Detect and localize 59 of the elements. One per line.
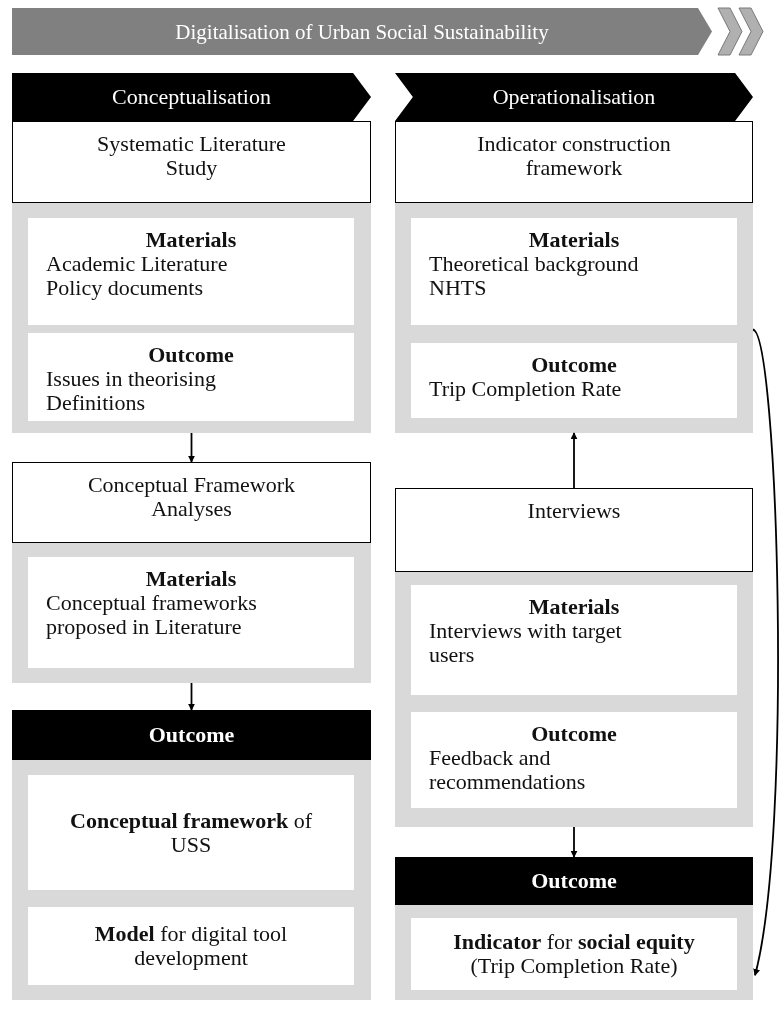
body-text: Academic Literature bbox=[46, 252, 229, 276]
body-text: Issues in theorising bbox=[46, 367, 217, 391]
text-card bbox=[28, 907, 354, 985]
header-text: Digitalisation of Urban Social Sustainability bbox=[175, 19, 549, 44]
body-text: Feedback and recommendations bbox=[429, 746, 587, 794]
body-text: Interviews bbox=[527, 499, 621, 523]
card-heading: Outcome bbox=[147, 343, 235, 367]
header-text: Outcome bbox=[148, 723, 235, 747]
process-box bbox=[395, 121, 753, 203]
arrow bbox=[752, 328, 779, 977]
body-text: Model for digital tool development bbox=[93, 922, 289, 970]
text-card bbox=[28, 333, 354, 421]
body-text: Indicator construction framework bbox=[476, 132, 672, 180]
card-heading: Outcome bbox=[530, 722, 618, 746]
panel-background bbox=[395, 905, 753, 1000]
body-text: Systematic Literature Study bbox=[96, 132, 287, 180]
panel-background bbox=[12, 760, 371, 1000]
body-text: Conceptual Framework Analyses bbox=[86, 473, 297, 521]
card-heading: Materials bbox=[144, 567, 238, 591]
header-text: Outcome bbox=[531, 869, 617, 893]
text-card bbox=[28, 218, 354, 325]
process-box bbox=[12, 121, 371, 203]
card-heading: Materials bbox=[144, 228, 238, 252]
body-text: Indicator for social equity bbox=[453, 930, 695, 954]
body-text: Conceptual frameworks proposed in Literature bbox=[46, 591, 258, 639]
text-card bbox=[411, 343, 737, 418]
header-text: Conceptualisation bbox=[112, 85, 271, 109]
header-text: Operationalisation bbox=[492, 85, 656, 109]
card-heading: Outcome bbox=[530, 353, 618, 377]
text-card bbox=[28, 557, 354, 668]
text-card bbox=[411, 218, 737, 325]
panel-background bbox=[395, 572, 753, 827]
outcome-header bbox=[12, 710, 371, 760]
arrow bbox=[188, 432, 195, 463]
process-box bbox=[395, 488, 753, 572]
body-text: Interviews with target users bbox=[429, 619, 623, 667]
body-text: Conceptual framework of USS bbox=[69, 808, 313, 857]
body-text: Trip Completion Rate bbox=[429, 377, 623, 401]
arrow bbox=[188, 682, 195, 711]
body-text: Theoretical background bbox=[429, 252, 640, 276]
phase-header bbox=[12, 73, 371, 121]
text-card bbox=[28, 775, 354, 890]
body-text: (Trip Completion Rate) bbox=[470, 954, 678, 978]
panel-background bbox=[12, 203, 371, 433]
card-heading: Materials bbox=[527, 228, 621, 252]
arrow bbox=[570, 432, 578, 489]
body-text: Policy documents bbox=[46, 276, 205, 300]
outcome-header bbox=[395, 857, 753, 905]
process-box bbox=[12, 462, 371, 543]
text-card bbox=[411, 918, 737, 990]
card-heading: Materials bbox=[527, 595, 621, 619]
text-card bbox=[411, 712, 737, 808]
panel-background bbox=[12, 543, 371, 683]
text-card bbox=[411, 585, 737, 695]
phase-header bbox=[395, 73, 753, 121]
body-text: NHTS bbox=[429, 276, 488, 300]
panel-background bbox=[395, 203, 753, 433]
arrow bbox=[570, 826, 578, 858]
body-text: Definitions bbox=[46, 391, 145, 415]
